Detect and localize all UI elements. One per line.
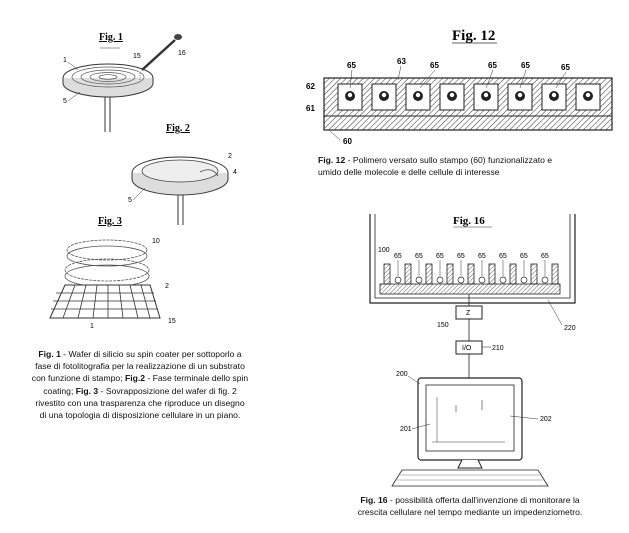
fig16-label-201: 201 bbox=[400, 426, 412, 433]
caption-left-l3-bold: Fig.2 bbox=[124, 373, 146, 384]
fig16-label-202: 202 bbox=[540, 416, 552, 423]
fig16-label-150: 150 bbox=[437, 322, 449, 329]
caption-fig16: Fig. 16 - possibilità offerta dall'inven… bbox=[318, 494, 622, 518]
caption-left-l5: rivestito con una trasparenza che riprod… bbox=[35, 397, 245, 408]
caption-fig12-l2: umido delle molecole e delle cellule di … bbox=[318, 167, 500, 178]
caption-left-l3-rest: - Fase terminale dello spin bbox=[145, 373, 249, 384]
fig16-label-65-7: 65 bbox=[520, 253, 528, 260]
fig2: Fig. 2 2 4 5 bbox=[128, 123, 237, 225]
fig3-label-15: 15 bbox=[168, 318, 176, 325]
caption-fig16-l1: - possibilità offerta dall'invenzione di… bbox=[387, 495, 580, 505]
caption-fig12: Fig. 12 - Polimero versato sullo stampo … bbox=[318, 154, 618, 178]
fig2-label-2: 2 bbox=[228, 153, 232, 160]
fig12: Fig. 12 65 63 65 65 bbox=[306, 28, 613, 146]
caption-fig12-bold: Fig. 12 bbox=[318, 155, 346, 165]
fig16-io-label: I/O bbox=[462, 345, 472, 352]
fig2-label-4: 4 bbox=[233, 169, 237, 176]
fig16-label-200: 200 bbox=[396, 371, 408, 378]
caption-left-l6: di una topologia di disposizione cellula… bbox=[39, 410, 241, 421]
fig16-label-220: 220 bbox=[564, 325, 576, 332]
fig12-label-60: 60 bbox=[343, 137, 352, 146]
fig16-label-100: 100 bbox=[378, 247, 390, 254]
caption-left-l4-bold: Fig. 3 bbox=[75, 385, 99, 396]
fig1-label-5: 5 bbox=[63, 98, 67, 105]
fig3-label-2: 2 bbox=[165, 283, 169, 290]
fig16-label-65-1: 65 bbox=[394, 253, 402, 260]
fig16-label-65-3: 65 bbox=[436, 253, 444, 260]
caption-fig16-l2: crescita cellulare nel tempo mediante un… bbox=[357, 507, 583, 518]
fig3-label-1: 1 bbox=[90, 323, 94, 330]
fig12-label-62: 62 bbox=[306, 82, 315, 91]
caption-left-l2: fase di fotolitografia per la realizzazi… bbox=[35, 361, 245, 372]
fig1-title: Fig. 1 bbox=[99, 32, 123, 43]
fig12-title: Fig. 12 bbox=[452, 28, 495, 44]
fig16-label-65-4: 65 bbox=[457, 253, 465, 260]
fig3-title: Fig. 3 bbox=[98, 216, 122, 227]
fig12-label-63: 63 bbox=[397, 57, 406, 66]
caption-fig12-l1: - Polimero versato sullo stampo (60) fun… bbox=[345, 155, 553, 165]
fig16-label-65-5: 65 bbox=[478, 253, 486, 260]
fig1-label-1: 1 bbox=[63, 57, 67, 64]
fig12-label-65d: 65 bbox=[521, 61, 530, 70]
fig1-label-16: 16 bbox=[178, 50, 186, 57]
fig12-label-65c: 65 bbox=[488, 61, 497, 70]
caption-left-l4: coating; bbox=[43, 385, 76, 396]
fig3-label-10: 10 bbox=[152, 238, 160, 245]
fig1: Fig. 1 1 15 16 5 bbox=[62, 32, 186, 132]
fig2-label-5: 5 bbox=[128, 197, 132, 204]
fig12-label-61: 61 bbox=[306, 104, 315, 113]
fig16-label-210: 210 bbox=[492, 345, 504, 352]
caption-left: Fig. 1 - Wafer di silicio su spin coater… bbox=[6, 348, 274, 421]
fig12-label-65b: 65 bbox=[430, 61, 439, 70]
fig2-title: Fig. 2 bbox=[166, 123, 190, 134]
fig1-label-15: 15 bbox=[133, 53, 141, 60]
caption-left-l3: con funzione di stampo; bbox=[31, 373, 125, 384]
fig12-label-65e: 65 bbox=[561, 63, 570, 72]
caption-left-l1-bold: Fig. 1 bbox=[38, 349, 61, 359]
caption-left-l4-rest: - Sovrapposizione del wafer di fig. 2 bbox=[98, 385, 237, 396]
fig16-label-65-6: 65 bbox=[499, 253, 507, 260]
fig16-title: Fig. 16 bbox=[453, 215, 485, 227]
fig12-label-65a: 65 bbox=[347, 61, 356, 70]
fig3: Fig. 3 10 2 1 15 bbox=[49, 216, 176, 330]
caption-left-l1: - Wafer di silicio su spin coater per so… bbox=[60, 349, 242, 359]
fig16-label-65-8: 65 bbox=[541, 253, 549, 260]
fig16-z-label: Z bbox=[466, 310, 471, 317]
fig16-label-65-2: 65 bbox=[415, 253, 423, 260]
fig16: Fig. 16 100 65 65 65 65 65 65 65 65 220 Z 150 bbox=[369, 214, 576, 487]
caption-fig16-bold: Fig. 16 bbox=[360, 495, 388, 505]
